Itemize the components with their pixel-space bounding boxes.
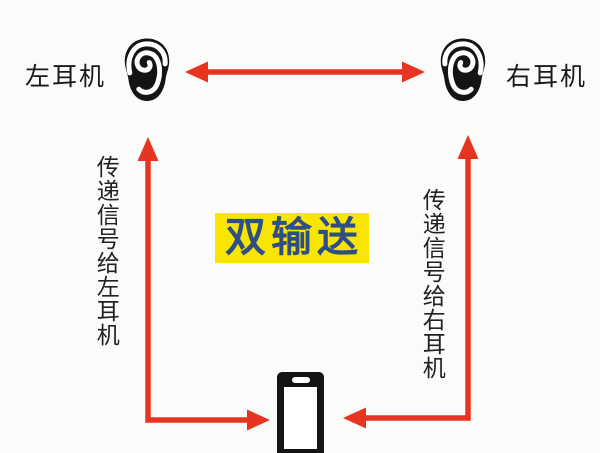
ear-to-ear-arrow [185,61,425,83]
signal-to-left-caption: 传递信号给左耳机 [93,155,120,347]
phone-screen [284,387,317,449]
right-earphone-label: 右耳机 [506,63,588,91]
dual-transmission-label: 双输送 [215,213,369,264]
smartphone-icon [277,372,324,453]
phone-to-right-ear-arrow [343,135,479,429]
right-ear-icon [440,38,486,101]
phone-speaker-slot [291,377,310,383]
left-earphone-label: 左耳机 [25,63,107,91]
phone-to-left-ear-arrow [137,137,270,431]
left-ear-icon [124,38,170,101]
signal-to-right-caption: 传递信号给右耳机 [419,188,446,380]
